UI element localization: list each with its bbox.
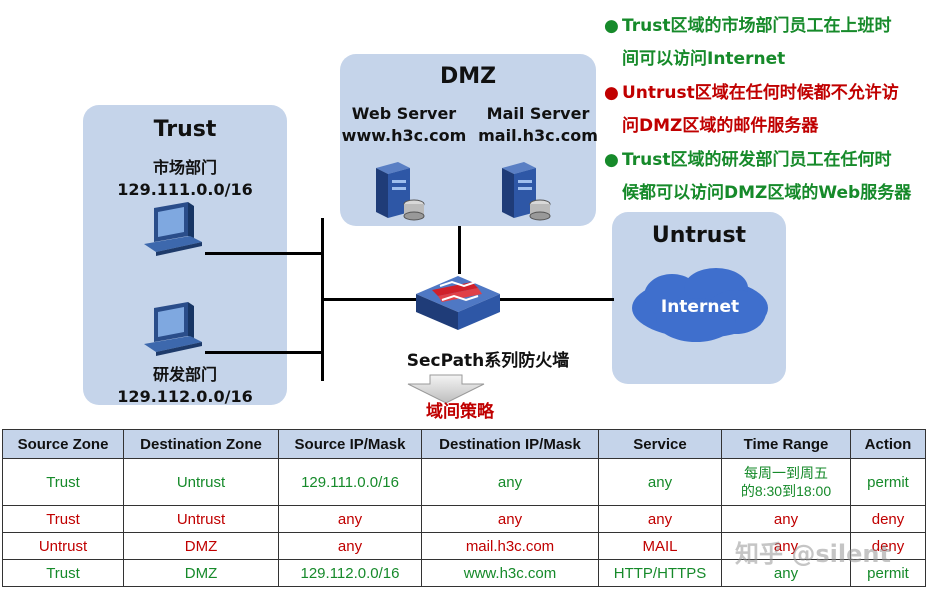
bullet-icon: ● xyxy=(604,150,619,170)
policy-table: Source Zone Destination Zone Source IP/M… xyxy=(2,429,926,587)
cell-service: any xyxy=(598,505,722,533)
rd-link-line xyxy=(205,351,323,354)
dmz-zone-title: DMZ xyxy=(439,64,497,89)
cell-destination-zone: DMZ xyxy=(123,559,279,587)
mail-server-icon xyxy=(502,162,551,221)
untrust-zone-title: Untrust xyxy=(651,223,747,248)
note-3-line1: Trust区域的研发部门员工在任何时 xyxy=(622,150,892,170)
col-action: Action xyxy=(850,429,926,459)
cell-destination-ip: any xyxy=(421,505,599,533)
col-source-ip: Source IP/Mask xyxy=(278,429,422,459)
col-destination-ip: Destination IP/Mask xyxy=(421,429,599,459)
note-2: ●Untrust区域在任何时候都不允许访 问DMZ区域的邮件服务器 xyxy=(604,77,899,143)
table-row: Trust Untrust any any any any deny xyxy=(2,505,926,533)
firewall-label: SecPath系列防火墙 xyxy=(406,351,570,371)
internet-cloud-icon xyxy=(632,268,768,342)
cell-action: permit xyxy=(850,458,926,506)
mail-server-label: Mail Server mail.h3c.com xyxy=(474,103,602,147)
cell-destination-ip: www.h3c.com xyxy=(421,559,599,587)
web-server-icon xyxy=(376,162,425,221)
internet-label: Internet xyxy=(660,297,740,317)
col-service: Service xyxy=(598,429,722,459)
trust-zone xyxy=(83,105,287,405)
rd-dept-name: 研发部门 xyxy=(152,365,217,384)
trust-zone-title: Trust xyxy=(153,117,217,142)
mail-server-host: mail.h3c.com xyxy=(478,126,598,145)
dmz-firewall-line xyxy=(458,226,461,274)
cell-service: HTTP/HTTPS xyxy=(598,559,722,587)
mail-server-name: Mail Server xyxy=(486,104,590,123)
note-2-line2: 问DMZ区域的邮件服务器 xyxy=(622,116,819,136)
cell-destination-zone: Untrust xyxy=(123,505,279,533)
cell-source-zone: Trust xyxy=(2,559,124,587)
cell-service: MAIL xyxy=(598,532,722,560)
firewall-trust-line xyxy=(322,298,418,301)
note-1-line1: Trust区域的市场部门员工在上班时 xyxy=(622,16,892,36)
cell-source-zone: Trust xyxy=(2,458,124,506)
bullet-icon: ● xyxy=(604,16,619,36)
marketing-dept-network: 129.111.0.0/16 xyxy=(117,180,253,199)
cell-destination-ip: any xyxy=(421,458,599,506)
table-row: Trust Untrust 129.111.0.0/16 any any 每周一… xyxy=(2,458,926,506)
cell-source-ip: 129.112.0.0/16 xyxy=(278,559,422,587)
firewall-icon xyxy=(416,276,500,330)
cell-time-range: 每周一到周五 的8:30到18:00 xyxy=(721,458,851,506)
cell-service: any xyxy=(598,458,722,506)
rd-dept-label: 研发部门 129.112.0.0/16 xyxy=(83,364,287,408)
web-server-name: Web Server xyxy=(351,104,457,123)
web-server-label: Web Server www.h3c.com xyxy=(340,103,468,147)
table-header-row: Source Zone Destination Zone Source IP/M… xyxy=(2,429,926,459)
marketing-dept-label: 市场部门 129.111.0.0/16 xyxy=(83,157,287,201)
web-server-host: www.h3c.com xyxy=(341,126,467,145)
note-3: ●Trust区域的研发部门员工在任何时 候都可以访问DMZ区域的Web服务器 xyxy=(604,144,911,210)
down-arrow-icon xyxy=(407,374,485,404)
rd-dept-network: 129.112.0.0/16 xyxy=(117,387,253,406)
cell-action: deny xyxy=(850,505,926,533)
marketing-dept-name: 市场部门 xyxy=(152,158,217,177)
pc-icon xyxy=(144,302,202,356)
firewall-untrust-line xyxy=(500,298,614,301)
cell-destination-zone: Untrust xyxy=(123,458,279,506)
note-1-line2: 间可以访问Internet xyxy=(622,49,786,69)
note-3-line2: 候都可以访问DMZ区域的Web服务器 xyxy=(622,183,912,203)
bullet-icon: ● xyxy=(604,83,619,103)
note-1: ●Trust区域的市场部门员工在上班时 间可以访问Internet xyxy=(604,10,891,76)
cell-time-range-line2: 的8:30到18:00 xyxy=(740,483,832,499)
pc-icon xyxy=(144,202,202,256)
cell-source-zone: Untrust xyxy=(2,532,124,560)
watermark: 知乎 @silent xyxy=(735,540,891,568)
cell-source-ip: 129.111.0.0/16 xyxy=(278,458,422,506)
policy-label: 域间策略 xyxy=(426,402,494,422)
cell-time-range: any xyxy=(721,505,851,533)
table-row: Trust DMZ 129.112.0.0/16 www.h3c.com HTT… xyxy=(2,559,926,587)
marketing-link-line xyxy=(205,252,323,255)
cell-source-zone: Trust xyxy=(2,505,124,533)
note-2-line1: Untrust区域在任何时候都不允许访 xyxy=(622,83,899,103)
cell-time-range: any xyxy=(721,559,851,587)
cell-time-range: any xyxy=(721,532,851,560)
col-time-range: Time Range xyxy=(721,429,851,459)
cell-destination-zone: DMZ xyxy=(123,532,279,560)
cell-source-ip: any xyxy=(278,532,422,560)
cell-destination-ip: mail.h3c.com xyxy=(421,532,599,560)
cell-source-ip: any xyxy=(278,505,422,533)
col-source-zone: Source Zone xyxy=(2,429,124,459)
cell-action: permit xyxy=(850,559,926,587)
cell-time-range-line1: 每周一到周五 xyxy=(744,465,828,481)
col-destination-zone: Destination Zone xyxy=(123,429,279,459)
